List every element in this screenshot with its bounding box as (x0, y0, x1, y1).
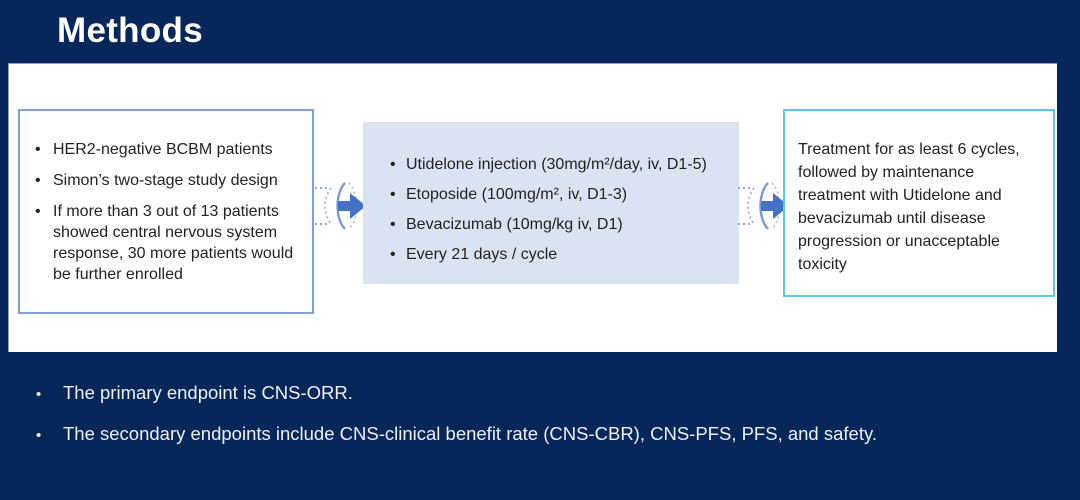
list-item: The primary endpoint is CNS-ORR. (35, 381, 877, 407)
page-title: Methods (57, 11, 203, 50)
patients-design-box: HER2-negative BCBM patients Simon’s two-… (18, 109, 314, 314)
list-item: Utidelone injection (30mg/m²/day, iv, D1… (388, 154, 733, 175)
list-item: The secondary endpoints include CNS-clin… (35, 422, 877, 448)
list-item: Etoposide (100mg/m², iv, D1-3) (388, 184, 733, 205)
regimen-box: Utidelone injection (30mg/m²/day, iv, D1… (363, 122, 739, 284)
maintenance-box: Treatment for as least 6 cycles, followe… (783, 109, 1055, 297)
maintenance-text: Treatment for as least 6 cycles, followe… (798, 141, 1020, 273)
list-item: If more than 3 out of 13 patients showed… (33, 201, 302, 285)
patients-design-list: HER2-negative BCBM patients Simon’s two-… (33, 139, 302, 285)
list-item: Simon’s two-stage study design (33, 170, 302, 191)
flow-arrow-icon (738, 182, 789, 230)
list-item: Every 21 days / cycle (388, 244, 733, 265)
flow-arrow-icon (315, 182, 366, 230)
list-item: Bevacizumab (10mg/kg iv, D1) (388, 214, 733, 235)
regimen-list: Utidelone injection (30mg/m²/day, iv, D1… (388, 154, 733, 265)
endpoints-list: The primary endpoint is CNS-ORR. The sec… (35, 381, 877, 463)
list-item: HER2-negative BCBM patients (33, 139, 302, 160)
content-panel: HER2-negative BCBM patients Simon’s two-… (8, 63, 1057, 352)
